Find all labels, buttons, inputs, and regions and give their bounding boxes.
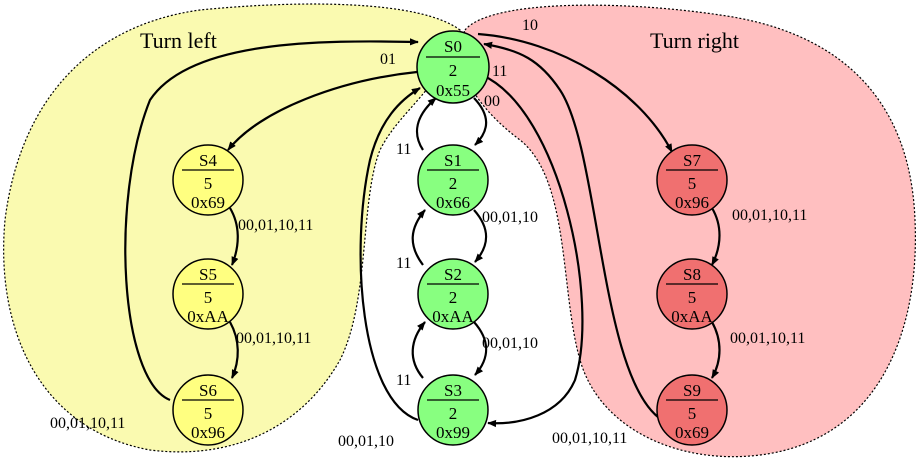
label-s7-s8: 00,01,10,11 [732,207,807,224]
edge-s8-s9 [711,321,721,379]
edge-s1-s2 [473,209,488,263]
state-node-s1: S1 2 0x66 [417,144,489,216]
label-s1-s2: 00,01,10 [482,209,538,226]
label-s0-s7: 10 [522,17,538,34]
edge-s0-s4 [227,70,418,151]
label-s2-s3: 00,01,10 [482,335,538,352]
state-node-s9: S9 5 0x69 [656,374,728,446]
state-name: S2 [444,265,462,284]
edge-s0-s7 [477,32,673,153]
turn-right-title: Turn right [650,28,739,53]
label-s0-s3: 11 [492,63,507,80]
label-s6-s0: 00,01,10,11 [50,415,125,432]
state-name: S9 [683,381,701,400]
state-name: S8 [683,265,701,284]
state-value: 5 [204,174,213,193]
state-code: 0x66 [436,193,470,212]
state-code: 0x69 [191,193,225,212]
edge-s5-s6 [229,321,239,379]
state-name: S4 [199,151,217,170]
state-value: 5 [688,288,697,307]
state-node-s5: S5 5 0xAA [172,258,244,330]
turn-left-title: Turn left [140,28,217,53]
edge-s9-s0 [483,41,663,421]
state-name: S3 [444,381,462,400]
edge-s4-s5 [229,207,239,266]
state-value: 2 [449,404,458,423]
edge-s2-s1 [411,209,426,266]
state-node-s8: S8 5 0xAA [656,258,728,330]
state-code: 0x69 [675,423,709,442]
state-name: S0 [444,37,462,56]
label-s8-s9: 00,01,10,11 [730,330,805,347]
state-value: 2 [449,174,458,193]
state-code: 0xAA [187,307,229,326]
state-value: 5 [204,288,213,307]
state-value: 5 [688,174,697,193]
edge-s0-s3 [481,73,584,428]
label-s2-s1: 11 [396,255,411,272]
state-code: 0x96 [191,423,225,442]
state-value: 2 [449,61,458,80]
label-s5-s6: 00,01,10,11 [236,330,311,347]
state-node-s6: S6 5 0x96 [172,374,244,446]
state-node-s4: S4 5 0x69 [172,144,244,216]
state-node-s2: S2 2 0xAA [417,258,489,330]
state-node-s7: S7 5 0x96 [656,144,728,216]
edge-s7-s8 [711,207,721,266]
edge-s2-s3 [473,321,488,376]
turn-right-region [460,4,917,458]
state-node-s3: S3 2 0x99 [417,374,489,446]
label-s0-s1: 00 [484,93,500,110]
turn-left-region [3,3,461,453]
state-value: 5 [688,404,697,423]
label-s9-s0: 00,01,10,11 [552,430,627,447]
state-code: 0x96 [675,193,709,212]
label-s3-s2: 11 [396,372,411,389]
state-name: S6 [199,381,217,400]
state-code: 0x99 [436,423,470,442]
state-value: 2 [449,288,458,307]
state-code: 0x55 [436,81,470,100]
state-name: S7 [683,151,701,170]
edge-s3-s0 [359,87,421,422]
edge-s1-s0 [415,97,437,151]
edge-s3-s2 [411,321,426,379]
state-value: 5 [204,404,213,423]
label-s4-s5: 00,01,10,11 [238,217,313,234]
edge-s0-s1 [473,97,488,146]
state-name: S1 [444,151,462,170]
label-s0-s4: 01 [380,51,396,68]
state-name: S5 [199,265,217,284]
label-s1-s0: 11 [396,141,411,158]
label-s3-s0: 00,01,10 [338,433,394,450]
state-node-s0: S0 2 0x55 [416,30,490,104]
edge-s6-s0 [124,38,419,402]
state-code: 0xAA [432,307,474,326]
state-code: 0xAA [671,307,713,326]
